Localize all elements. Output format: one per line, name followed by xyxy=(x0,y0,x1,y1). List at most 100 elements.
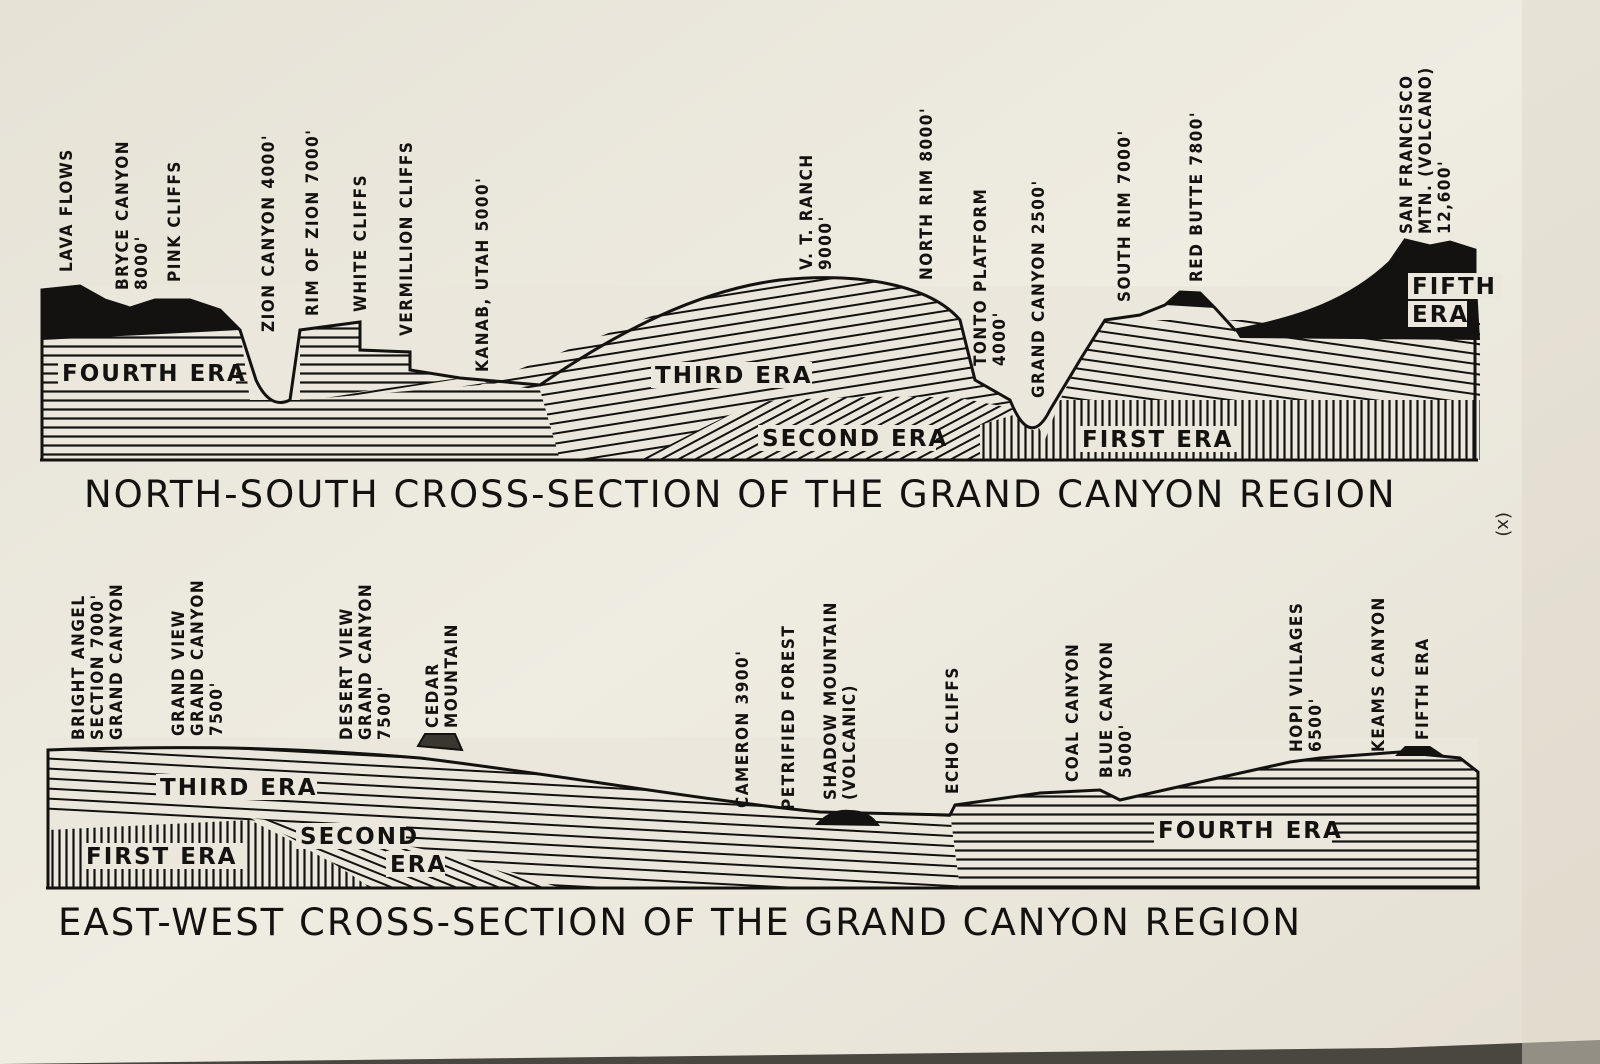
ns-lava-flows-cap xyxy=(42,286,240,340)
landmark-cedar-mountain-line-0: CEDAR xyxy=(423,663,443,729)
landmark-kanab-utah: KANAB, UTAH 5000' xyxy=(473,177,493,372)
era-label-bg xyxy=(651,362,812,388)
ns-title: NORTH-SOUTH CROSS-SECTION OF THE GRAND C… xyxy=(84,473,1397,516)
landmark-white-cliffs: WHITE CLIFFS xyxy=(351,174,371,312)
landmark-shadow-mountain-line-1: (VOLCANIC) xyxy=(840,684,860,800)
ns-grand-canyon-cut xyxy=(1015,392,1060,430)
landmark-bryce-canyon-line-1: 8000' xyxy=(132,235,152,290)
landmark-cameron: CAMERON 3900' xyxy=(733,650,753,808)
landmark-hopi-villages-line-0: HOPI VILLAGES xyxy=(1287,602,1307,752)
landmark-bright-angel-line-1: SECTION 7000' xyxy=(88,593,108,740)
margin-mark: (x) xyxy=(1493,512,1514,537)
era-label-fifth-line-0: FIFTH xyxy=(1412,274,1497,300)
era-label-second: SECOND ERA xyxy=(758,425,948,452)
era-label-fourth: FOURTH ERA xyxy=(1154,817,1341,844)
landmark-desert-view-line-1: GRAND CANYON xyxy=(356,583,376,740)
era-label-first-line-0: FIRST ERA xyxy=(86,844,237,870)
landmark-shadow-mountain-line-0: SHADOW MOUNTAIN xyxy=(821,601,841,800)
landmark-south-rim: SOUTH RIM 7000' xyxy=(1115,129,1135,302)
landmark-keams-canyon: KEAMS CANYON xyxy=(1369,596,1389,752)
landmark-kanab-utah-line-0: KANAB, UTAH 5000' xyxy=(473,177,493,372)
landmark-bright-angel-line-2: GRAND CANYON xyxy=(107,583,127,740)
landmark-north-rim: NORTH RIM 8000' xyxy=(917,107,937,280)
ns-era-labels: FOURTH ERA THIRD ERA SECOND ERA FIRST ERA FI… xyxy=(58,273,1501,453)
landmark-desert-view-line-2: 7500' xyxy=(375,685,395,740)
landmark-blue-canyon-line-0: BLUE CANYON xyxy=(1097,640,1117,778)
era-label-fourth-line-0: FOURTH ERA xyxy=(62,361,247,387)
landmark-tonto-platform-line-1: 4000' xyxy=(990,311,1010,366)
landmark-petrified-forest: PETRIFIED FOREST xyxy=(779,625,799,810)
ns-terrain-outline xyxy=(40,238,1477,462)
landmark-grand-view-line-0: GRAND VIEW xyxy=(169,609,189,736)
landmark-vt-ranch-line-0: V. T. RANCH xyxy=(797,153,817,270)
landmark-bright-angel-line-0: BRIGHT ANGEL xyxy=(69,594,89,740)
landmark-tonto-platform-line-0: TONTO PLATFORM xyxy=(971,188,991,366)
era-label-third-line-0: THIRD ERA xyxy=(160,775,318,801)
landmark-red-butte-line-0: RED BUTTE 7800' xyxy=(1187,111,1207,282)
landmark-echo-cliffs-line-0: ECHO CLIFFS xyxy=(943,666,963,794)
era-label-second-line-1: ERA xyxy=(390,852,447,878)
landmark-fifth-era-label: FIFTH ERA xyxy=(1413,637,1433,740)
era-label-first-line-0: FIRST ERA xyxy=(1082,427,1233,453)
era-label-third-line-0: THIRD ERA xyxy=(655,363,813,389)
era-label-first: FIRST ERA xyxy=(1078,426,1239,453)
landmark-rim-of-zion-line-0: RIM OF ZION 7000' xyxy=(303,129,323,316)
era-label-bg xyxy=(1408,273,1501,299)
landmark-grand-view-line-2: 7500' xyxy=(207,681,227,736)
landmark-red-butte: RED BUTTE 7800' xyxy=(1187,111,1207,282)
era-label-second-line-0: SECOND xyxy=(300,824,419,850)
landmark-blue-canyon-line-1: 5000' xyxy=(1116,723,1136,778)
era-label-fifth-line-1: ERA xyxy=(1412,302,1469,328)
landmark-lava-flows: LAVA FLOWS xyxy=(57,148,77,272)
era-label-bg xyxy=(758,425,936,451)
era-label-third: THIRD ERA xyxy=(651,362,813,389)
era-label-fourth: FOURTH ERA xyxy=(58,360,247,387)
ns-fourth-era-strata xyxy=(42,322,560,460)
landmark-shadow-mountain: SHADOW MOUNTAIN(VOLCANIC) xyxy=(821,601,860,800)
era-label-third: THIRD ERA xyxy=(156,774,318,801)
landmark-south-rim-line-0: SOUTH RIM 7000' xyxy=(1115,129,1135,302)
landmark-white-cliffs-line-0: WHITE CLIFFS xyxy=(351,174,371,312)
era-label-bg xyxy=(1154,817,1332,843)
era-label-bg xyxy=(58,360,236,386)
landmark-pink-cliffs: PINK CLIFFS xyxy=(165,160,185,282)
landmark-vermillion-cliffs-line-0: VERMILLION CLIFFS xyxy=(397,141,417,336)
landmark-grand-canyon: GRAND CANYON 2500' xyxy=(1029,179,1049,398)
landmark-north-rim-line-0: NORTH RIM 8000' xyxy=(917,107,937,280)
landmark-fifth-era-label-line-0: FIFTH ERA xyxy=(1413,637,1433,740)
era-label-bg xyxy=(386,851,445,877)
landmark-coal-canyon: COAL CANYON xyxy=(1063,643,1083,782)
landmark-coal-canyon-line-0: COAL CANYON xyxy=(1063,643,1083,782)
landmark-zion-canyon-line-0: ZION CANYON 4000' xyxy=(259,134,279,332)
landmark-pink-cliffs-line-0: PINK CLIFFS xyxy=(165,160,185,282)
landmark-grand-canyon-line-0: GRAND CANYON 2500' xyxy=(1029,179,1049,398)
era-label-second-line-0: SECOND ERA xyxy=(762,426,948,452)
landmark-desert-view-line-0: DESERT VIEW xyxy=(337,607,357,740)
landmark-grand-view-line-1: GRAND CANYON xyxy=(188,579,208,736)
landmark-hopi-villages-line-1: 6500' xyxy=(1306,697,1326,752)
era-label-bg xyxy=(82,843,243,869)
era-label-bg xyxy=(156,774,317,800)
landmark-cameron-line-0: CAMERON 3900' xyxy=(733,650,753,808)
landmark-san-francisco-mtn-line-1: MTN. (VOLCANO) xyxy=(1416,66,1436,234)
landmark-petrified-forest-line-0: PETRIFIED FOREST xyxy=(779,625,799,810)
landmark-cedar-mountain-line-1: MOUNTAIN xyxy=(442,623,462,728)
era-label-first: FIRST ERA xyxy=(82,843,243,870)
page-edge-shadow xyxy=(1522,0,1600,1064)
